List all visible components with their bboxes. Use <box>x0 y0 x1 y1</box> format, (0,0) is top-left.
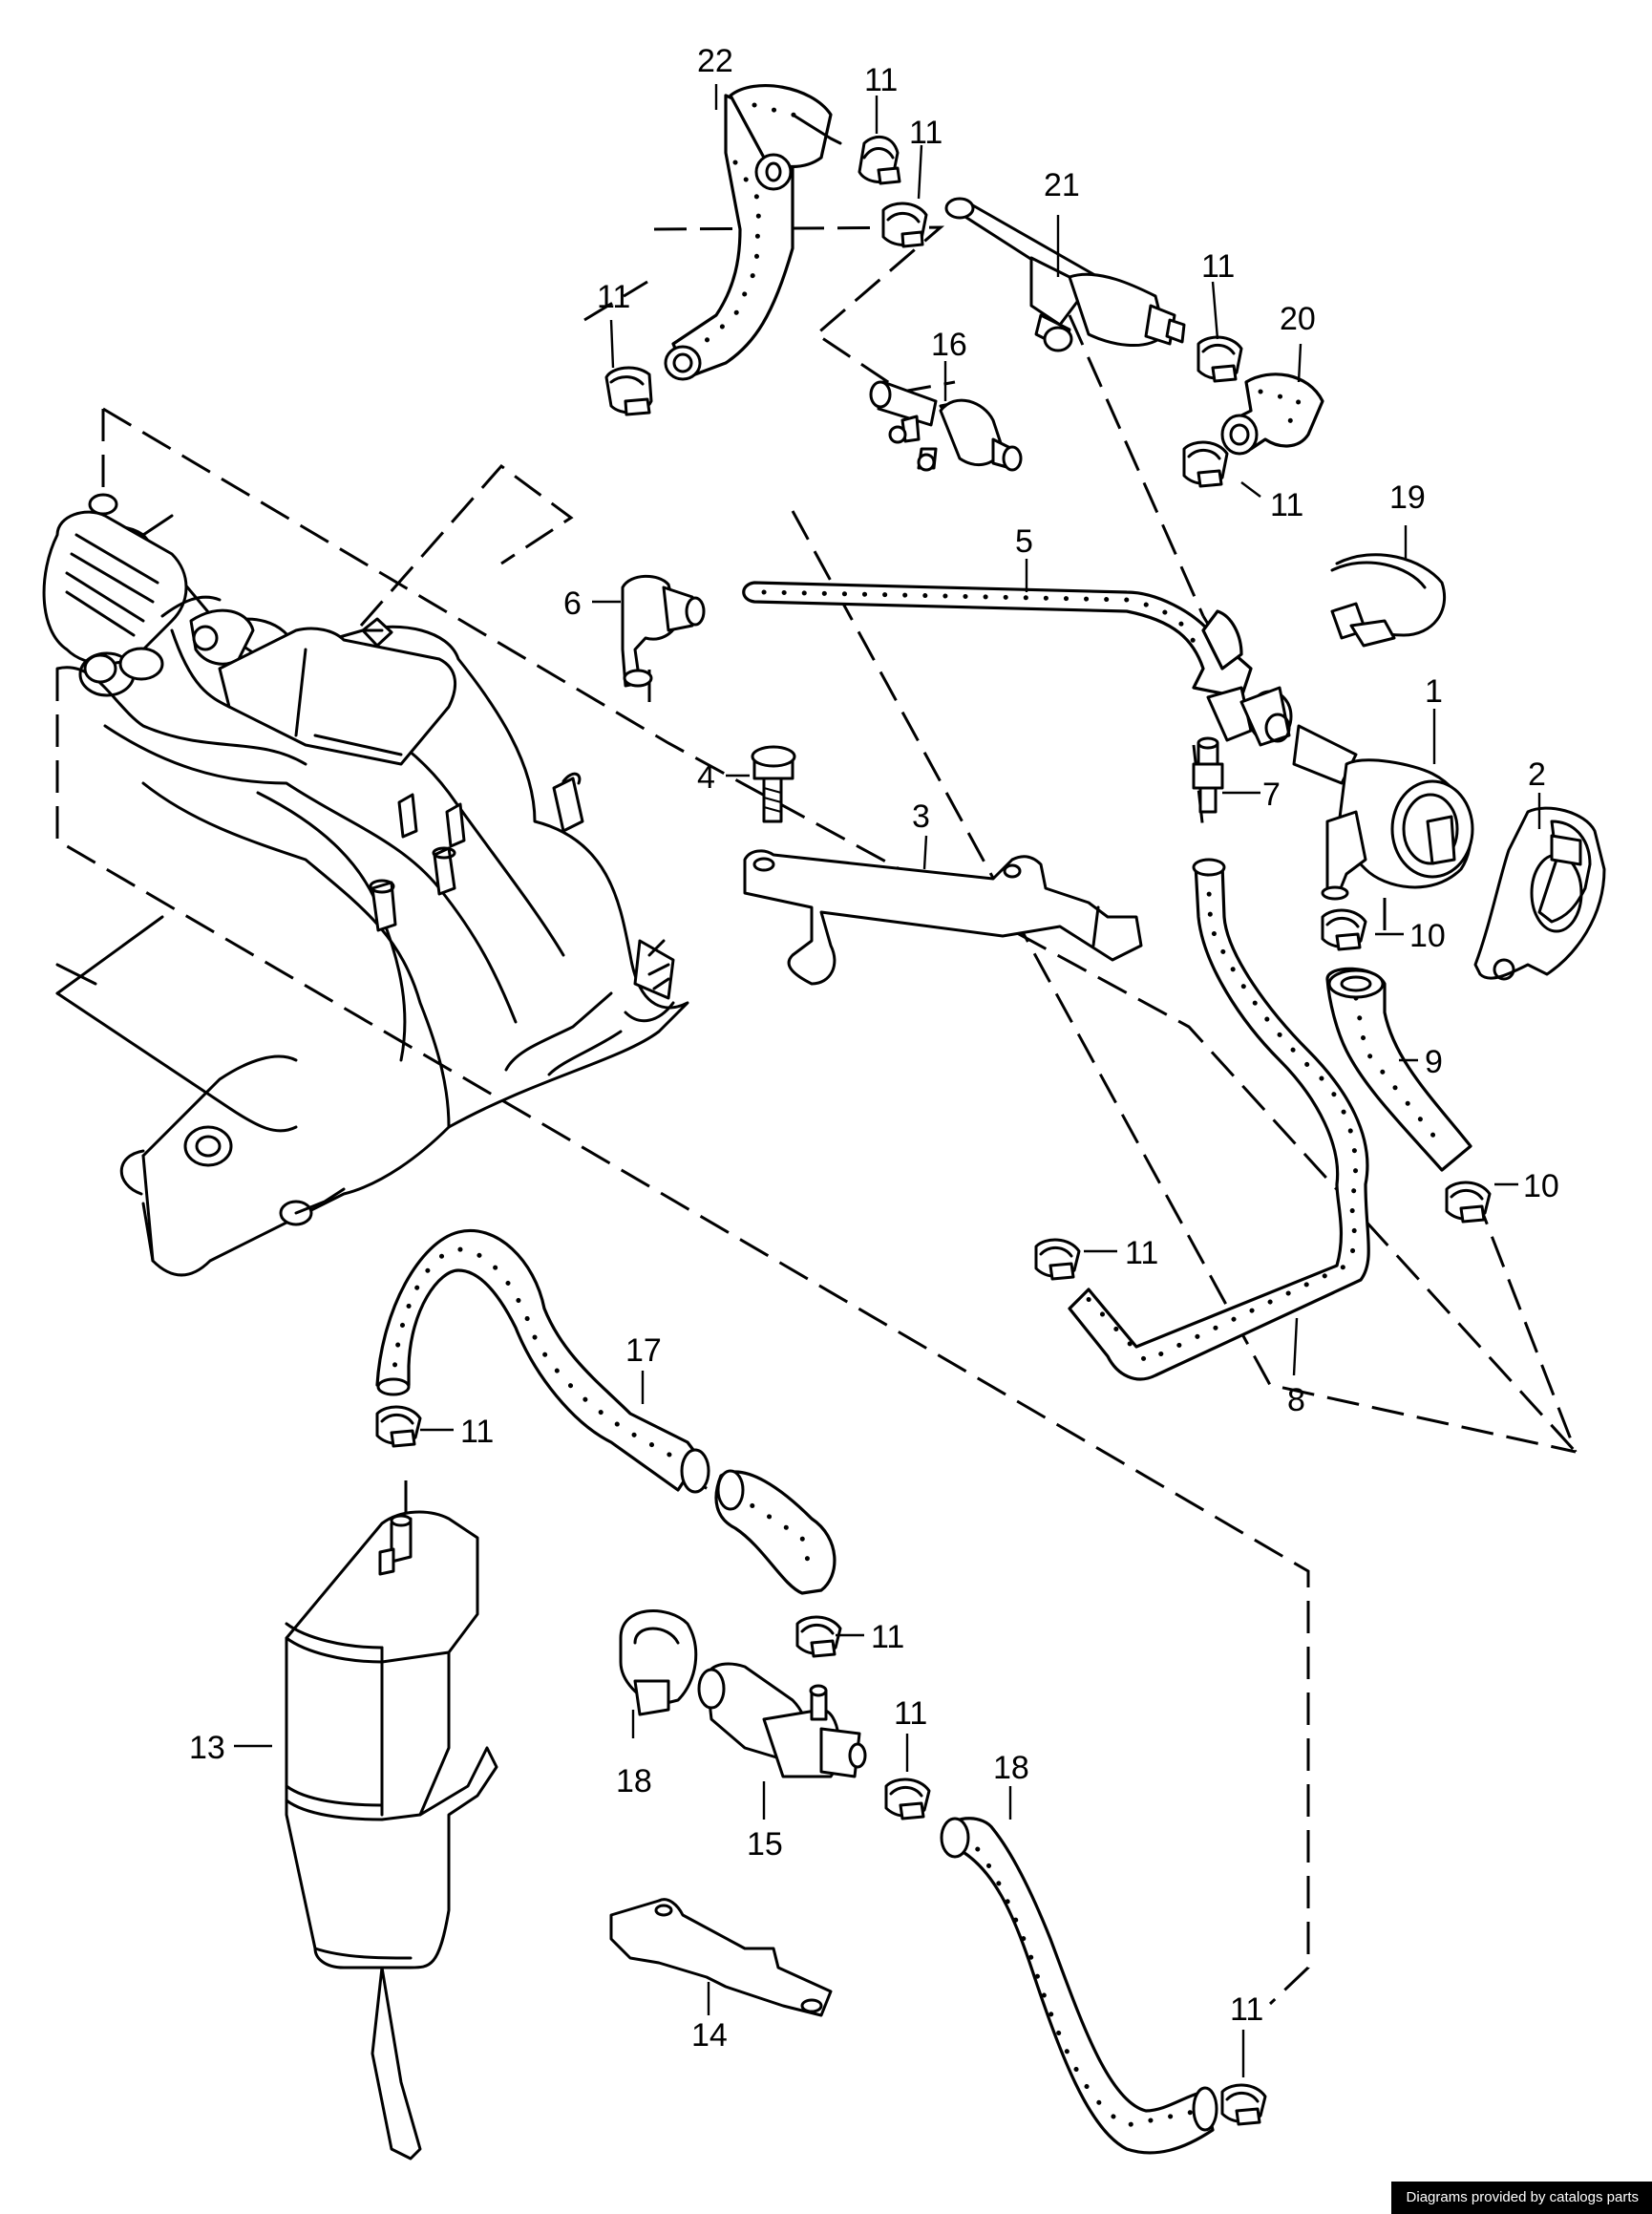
callout-10-b: 10 <box>1523 1168 1559 1204</box>
intake-manifold <box>42 493 689 1277</box>
callout-11-g: 11 <box>460 1414 494 1450</box>
callout-22: 22 <box>697 43 733 79</box>
callout-7: 7 <box>1262 777 1281 813</box>
callout-8: 8 <box>1287 1382 1305 1418</box>
callout-21: 21 <box>1044 167 1080 203</box>
credit-badge: Diagrams provided by catalogs parts <box>1390 2182 1652 2214</box>
callout-15: 15 <box>747 1826 783 1863</box>
callout-6: 6 <box>563 585 582 622</box>
callout-9: 9 <box>1425 1044 1443 1080</box>
callout-16: 17 <box>625 1332 662 1369</box>
callout-5: 5 <box>1015 523 1033 560</box>
small-parts <box>285 197 1606 2161</box>
callout-20: 20 <box>1280 301 1316 337</box>
callout-11-a: 11 <box>864 62 898 98</box>
callout-2: 2 <box>1528 756 1546 793</box>
callout-11-c: 11 <box>1201 248 1235 285</box>
callout-19: 19 <box>1389 479 1426 516</box>
callout-11-e: 11 <box>597 279 630 315</box>
callout-11-f: 11 <box>1125 1235 1158 1271</box>
callout-11-j: 11 <box>1230 1991 1263 2028</box>
callout-10-a: 10 <box>1409 918 1446 954</box>
callout-1: 1 <box>1425 673 1443 710</box>
hose-clamps <box>375 135 1492 2126</box>
callout-17: 18 <box>993 1750 1029 1786</box>
callout-14: 16 <box>931 327 967 363</box>
callout-18: 18 <box>616 1763 652 1799</box>
leader-lines <box>234 84 1541 2077</box>
callout-11-h: 11 <box>871 1619 904 1655</box>
callout-4: 4 <box>697 759 715 796</box>
callout-11-d: 11 <box>1270 487 1303 523</box>
callout-11-i: 11 <box>894 1695 927 1732</box>
callouts: 22 11 11 21 11 20 11 11 16 19 5 6 4 3 7 … <box>189 43 1559 2054</box>
hoses <box>375 84 1472 2155</box>
callout-12: 13 <box>189 1730 225 1766</box>
callout-13: 14 <box>691 2017 728 2054</box>
callout-11-b: 11 <box>909 115 942 151</box>
callout-3: 3 <box>912 798 930 835</box>
